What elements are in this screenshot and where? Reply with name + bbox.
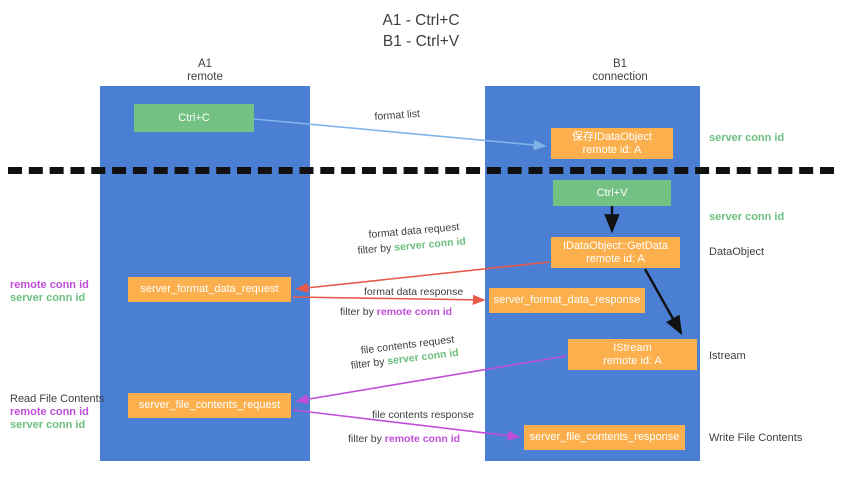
- lane-header-a1: A1 remote: [130, 58, 280, 84]
- note-read-file-contents-group: Read File Contents remote conn id server…: [10, 393, 104, 432]
- box-server-file-contents-response-label: server_file_contents_response: [529, 431, 680, 443]
- box-save-idataobject[interactable]: 保存IDataObject remote id: A: [551, 128, 673, 159]
- lane-a1-name: A1: [197, 58, 213, 70]
- box-server-format-data-response-label: server_format_data_response: [493, 294, 641, 306]
- filter-by-text-2: filter by: [340, 306, 377, 318]
- box-getdata-sub: remote id: A: [586, 252, 645, 265]
- note-server-conn-id-2: server conn id: [709, 211, 784, 224]
- box-save-idataobject-label: 保存IDataObject: [571, 130, 653, 143]
- note-dataobject: DataObject: [709, 246, 764, 259]
- edge-label-format-list-text: format list: [374, 107, 421, 123]
- edge-label-format-data-response: format data response: [364, 285, 463, 299]
- edge-label-file-contents-response: file contents response: [372, 408, 474, 422]
- box-save-idataobject-sub: remote id: A: [582, 143, 642, 156]
- phase-divider: [8, 167, 834, 174]
- note-write-file-contents: Write File Contents: [709, 432, 802, 445]
- lane-b1-name: B1: [612, 58, 628, 70]
- note-server-conn-id-left-1: server conn id: [10, 292, 86, 304]
- note-istream-text: Istream: [709, 350, 746, 362]
- box-ctrl-c[interactable]: Ctrl+C: [134, 104, 254, 132]
- filter-by-text-1: filter by: [357, 241, 395, 257]
- remote-conn-id-token-1: remote conn id: [376, 306, 453, 318]
- edge-label-file-contents-response-text: file contents response: [372, 409, 475, 421]
- box-ctrl-v[interactable]: Ctrl+V: [553, 180, 671, 206]
- note-conn-ids-top: remote conn id server conn id: [10, 279, 89, 305]
- edge-filter-file-contents-response: filter by remote conn id: [348, 432, 460, 446]
- title-line-2: B1 - Ctrl+V: [382, 33, 460, 50]
- note-remote-conn-id-2: remote conn id: [10, 406, 89, 418]
- filter-by-text-3: filter by: [350, 355, 389, 372]
- box-istream-sub: remote id: A: [603, 354, 662, 367]
- box-idataobject-getdata[interactable]: IDataObject::GetData remote id: A: [551, 237, 680, 268]
- box-server-file-contents-request-label: server_file_contents_request: [138, 399, 281, 411]
- remote-conn-id-token-2: remote conn id: [384, 433, 461, 445]
- note-server-conn-id-1: server conn id: [709, 132, 784, 145]
- box-istream-label: IStream: [613, 341, 652, 354]
- note-write-file-contents-text: Write File Contents: [709, 432, 803, 444]
- note-dataobject-text: DataObject: [709, 246, 765, 258]
- box-getdata-label: IDataObject::GetData: [562, 239, 669, 252]
- edge-label-format-data-response-text: format data response: [364, 286, 464, 298]
- box-server-format-data-response[interactable]: server_format_data_response: [489, 288, 645, 313]
- page-title: A1 - Ctrl+C B1 - Ctrl+V: [0, 10, 842, 52]
- box-ctrl-v-label: Ctrl+V: [596, 186, 628, 199]
- box-ctrl-c-label: Ctrl+C: [178, 111, 210, 124]
- lane-a1-sub: remote: [187, 71, 223, 83]
- lane-b1-sub: connection: [592, 71, 648, 83]
- edge-label-format-list: format list: [374, 107, 420, 124]
- edge-filter-format-data-response: filter by remote conn id: [340, 305, 452, 319]
- title-line-1: A1 - Ctrl+C: [382, 12, 460, 29]
- box-istream[interactable]: IStream remote id: A: [568, 339, 697, 370]
- note-read-file-contents: Read File Contents: [10, 393, 105, 405]
- box-server-file-contents-request[interactable]: server_file_contents_request: [128, 393, 291, 418]
- note-server-conn-id-left-2: server conn id: [10, 419, 86, 431]
- box-server-format-data-request-label: server_format_data_request: [140, 283, 279, 295]
- note-server-conn-id-1-text: server conn id: [709, 132, 785, 144]
- note-server-conn-id-2-text: server conn id: [709, 211, 785, 223]
- box-server-format-data-request[interactable]: server_format_data_request: [128, 277, 291, 302]
- filter-by-text-4: filter by: [348, 433, 385, 445]
- box-server-file-contents-response[interactable]: server_file_contents_response: [524, 425, 685, 450]
- note-remote-conn-id-1: remote conn id: [10, 279, 89, 291]
- lane-header-b1: B1 connection: [545, 58, 695, 84]
- note-istream: Istream: [709, 350, 746, 363]
